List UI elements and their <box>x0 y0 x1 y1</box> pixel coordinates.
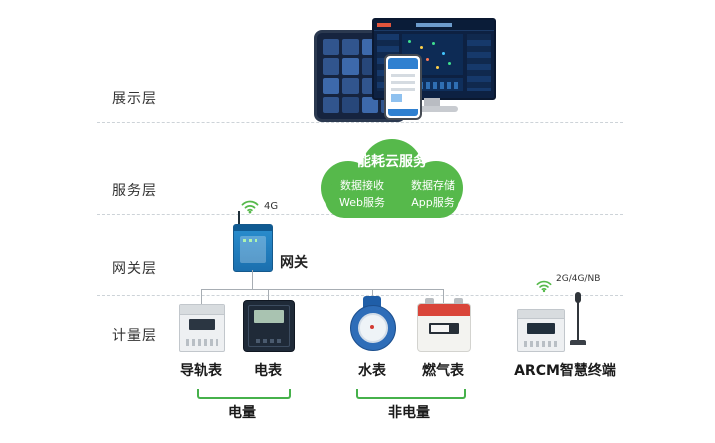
power-meter-lcd <box>254 310 284 323</box>
layer-label-service: 服务层 <box>112 183 157 199</box>
gateway-network-label: 4G <box>264 201 279 212</box>
monitor-stand-base <box>406 106 458 112</box>
gateway-antenna <box>238 211 240 225</box>
dashboard-right-panel <box>467 34 491 91</box>
arcm-terminal-device <box>517 309 565 352</box>
gateway-label: 网关 <box>280 255 308 271</box>
phone-app-header <box>388 58 418 69</box>
meter-label-water: 水表 <box>358 363 386 379</box>
din-rail-meter-lcd <box>189 319 215 330</box>
antenna-base <box>570 340 586 345</box>
connector-drop-panel <box>268 289 269 302</box>
dashboard-logo <box>377 23 391 27</box>
layer-divider-1 <box>97 122 623 123</box>
bracket-electric <box>197 389 291 399</box>
meter-label-arcm: ARCM智慧终端 <box>514 363 616 379</box>
connector-drop-din <box>201 289 202 304</box>
connector-drop-gas <box>443 289 444 304</box>
cloud-item-web-service: Web服务 <box>339 196 385 209</box>
connector-drop-water <box>372 289 373 298</box>
map-markers <box>408 40 411 43</box>
water-meter-device <box>349 296 396 352</box>
power-meter-device <box>243 300 295 352</box>
gateway-led-lights <box>243 239 257 242</box>
layer-label-gateway: 网关层 <box>112 261 157 277</box>
layer-label-display: 展示层 <box>112 91 157 107</box>
monitor-stand-neck <box>424 98 440 106</box>
cloud-title: 能耗云服务 <box>357 154 427 170</box>
cloud-item-data-receive: 数据接收 <box>340 179 384 192</box>
gateway-device <box>233 224 273 272</box>
wifi-icon <box>536 280 552 293</box>
bracket-non-electric <box>356 389 466 399</box>
cloud-item-data-store: 数据存储 <box>411 179 455 192</box>
arcm-terminal-lcd <box>527 323 555 334</box>
group-label-electric: 电量 <box>228 405 256 421</box>
group-label-non-electric: 非电量 <box>388 405 430 421</box>
meter-label-power: 电表 <box>254 363 282 379</box>
meter-label-din-rail: 导轨表 <box>180 363 222 379</box>
phone-device <box>384 54 422 120</box>
phone-nav-bar <box>388 109 418 116</box>
connector-bus <box>201 289 444 290</box>
dashboard-title-bar <box>416 23 452 27</box>
arcm-network-label: 2G/4G/NB <box>556 274 601 284</box>
meter-label-gas: 燃气表 <box>422 363 464 379</box>
cloud-item-app-service: App服务 <box>411 196 455 209</box>
antenna-mast <box>577 297 579 342</box>
gas-meter-device <box>417 298 471 352</box>
layer-label-metering: 计量层 <box>112 328 157 344</box>
wifi-icon <box>241 200 259 214</box>
cloud-shape <box>321 139 463 218</box>
layer-divider-3 <box>97 295 623 296</box>
din-rail-meter-device <box>179 304 225 352</box>
connector-gateway-down <box>252 270 253 289</box>
